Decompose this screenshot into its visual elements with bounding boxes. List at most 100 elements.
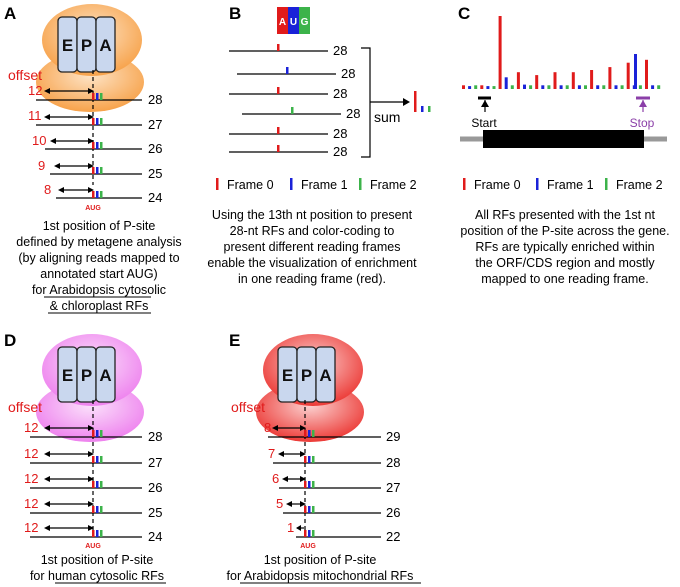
frame0-mark (92, 93, 95, 100)
stop-label: Stop (630, 116, 655, 130)
profile-bar (547, 85, 551, 89)
read-row: 5 26 (276, 496, 400, 520)
arrow-head (300, 425, 306, 431)
codon-frame1 (288, 7, 299, 34)
frame0-mark (304, 430, 307, 437)
arrow-head (88, 525, 94, 531)
profile-bar (620, 85, 624, 89)
arrow-head (58, 187, 64, 193)
panel-a: A E P A offset 12 28 11 (4, 4, 182, 314)
ribosome-d: E P A (36, 334, 144, 442)
read-mark (277, 127, 280, 134)
caption-b: Using the 13th nt position to present 28… (207, 208, 417, 286)
read-length: 25 (148, 166, 162, 181)
frame2-mark (100, 93, 103, 100)
caption-line: enable the visualization of enrichment (207, 256, 417, 270)
profile-bar (596, 85, 600, 89)
read-mark (291, 107, 294, 114)
legend-label: Frame 1 (547, 178, 594, 192)
caption-c: All RFs presented with the 1st nt positi… (460, 208, 669, 286)
read-row: 12 28 (28, 83, 162, 107)
panel-letter-b: B (229, 4, 241, 23)
caption-line: 28-nt RFs and color-coding to (230, 224, 395, 238)
ribosome-a: E P A (36, 4, 144, 112)
profile-bar (529, 85, 533, 89)
e-site-label: E (282, 366, 293, 385)
panel-letter-a: A (4, 4, 16, 23)
sum-frame0-bar (414, 91, 417, 112)
read-mark (277, 44, 280, 51)
offset-value: 9 (38, 158, 45, 173)
read-length: 27 (148, 117, 162, 132)
legend-c: Frame 0 Frame 1 Frame 2 (463, 178, 663, 192)
read-length: 26 (148, 141, 162, 156)
frame0-mark (92, 167, 95, 174)
panel-c: C Start Stop Frame 0 Frame 1 Frame 2 All… (458, 4, 670, 286)
frame2-mark (100, 430, 103, 437)
read-mark (277, 87, 280, 94)
frame0-mark (92, 142, 95, 149)
offset-value: 6 (272, 471, 279, 486)
codon-frame0 (277, 7, 288, 34)
frame2-mark (100, 456, 103, 463)
arrow-head (278, 451, 284, 457)
frame1-mark (96, 118, 99, 125)
profile-bar (535, 75, 539, 89)
aug-label: AUG (85, 543, 101, 550)
legend-swatch-frame2 (605, 178, 608, 190)
offset-value: 11 (28, 108, 42, 123)
legend-swatch-frame0 (463, 178, 466, 190)
a-site-label: A (319, 366, 331, 385)
frame1-mark (96, 430, 99, 437)
arrow-head (88, 476, 94, 482)
read-mark (286, 67, 289, 74)
profile-bar (516, 72, 520, 89)
caption-line: (by aligning reads mapped to (18, 251, 179, 265)
codon-frame2 (299, 7, 310, 34)
legend-b: Frame 0 Frame 1 Frame 2 (216, 178, 417, 192)
legend-label: Frame 1 (301, 178, 348, 192)
caption-line: present different reading frames (224, 240, 401, 254)
caption-line: the ORF/CDS region and mostly (475, 256, 655, 270)
legend-label: Frame 2 (616, 178, 663, 192)
arrow-head (296, 525, 301, 531)
read-length: 28 (333, 86, 347, 101)
read-mark (277, 145, 280, 152)
profile-bar (608, 67, 612, 89)
arrow-head (88, 114, 94, 120)
sum-bracket (361, 47, 371, 158)
profile-bar (614, 85, 618, 89)
arrow-head (54, 163, 60, 169)
frame2-mark (100, 118, 103, 125)
arrow-head (88, 425, 94, 431)
read-length: 26 (386, 505, 400, 520)
frame2-mark (312, 456, 315, 463)
frame0-mark (304, 456, 307, 463)
offset-value: 12 (24, 471, 38, 486)
profile-bar (462, 85, 465, 89)
p-site-label: P (81, 366, 92, 385)
read-row: 6 27 (272, 471, 400, 495)
profile-bar (651, 85, 655, 89)
frame0-mark (92, 191, 95, 198)
legend-label: Frame 0 (474, 178, 521, 192)
legend-swatch-frame1 (536, 178, 539, 190)
read-row: 7 28 (268, 446, 400, 470)
p-site-label: P (81, 36, 92, 55)
read-row: 8 29 (264, 420, 400, 444)
caption-line: mapped to one reading frame. (481, 272, 648, 286)
arrow-head (44, 425, 50, 431)
sum-frame2-bar (428, 106, 431, 112)
ribosome-profile (462, 16, 661, 89)
profile-bar (480, 85, 484, 89)
codon-letter: U (290, 17, 297, 28)
read-length: 28 (333, 126, 347, 141)
read-length: 27 (148, 455, 162, 470)
frame0-mark (92, 530, 95, 537)
profile-bar (602, 85, 606, 89)
read-length: 24 (148, 190, 162, 205)
frame1-mark (308, 481, 311, 488)
caption-line: All RFs presented with the 1st nt (475, 208, 655, 222)
arrow-head (286, 501, 292, 507)
profile-bar (486, 86, 490, 89)
